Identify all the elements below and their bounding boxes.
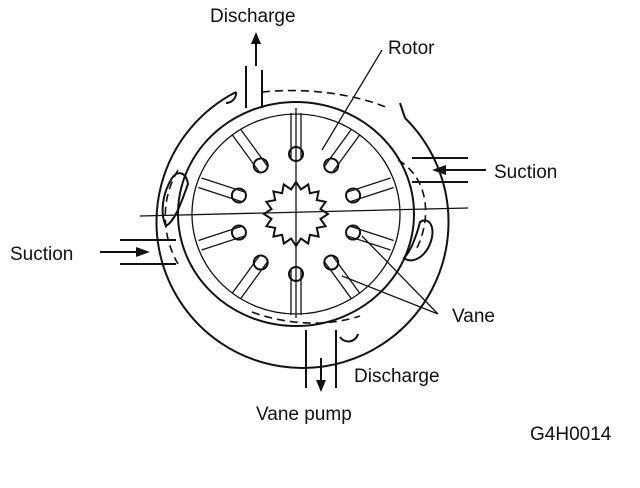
suction-port-slots bbox=[161, 172, 434, 262]
vane bbox=[288, 113, 304, 162]
label-vane: Vane bbox=[452, 306, 495, 327]
leader-lines bbox=[321, 49, 439, 315]
label-rotor: Rotor bbox=[388, 38, 435, 59]
vane-root-hole bbox=[288, 266, 304, 282]
figure-code: G4H0014 bbox=[530, 424, 612, 445]
label-discharge-top: Discharge bbox=[210, 6, 296, 27]
vane-slot bbox=[198, 225, 245, 251]
vane-root-hole bbox=[323, 254, 340, 271]
vane-slot bbox=[232, 128, 268, 173]
rotor-hub-spline bbox=[262, 180, 330, 248]
vane-root-hole bbox=[288, 146, 304, 162]
vane bbox=[345, 177, 394, 204]
vane-root-hole bbox=[345, 224, 362, 241]
spline-teeth bbox=[262, 180, 330, 248]
vane-slot bbox=[198, 177, 245, 203]
vane-root-hole bbox=[252, 157, 269, 174]
vane-root-hole bbox=[230, 224, 247, 241]
suction-left-pipe bbox=[100, 239, 176, 265]
vane-root-hole bbox=[345, 187, 362, 204]
centre-lines bbox=[139, 108, 469, 318]
discharge-top-pipe bbox=[245, 32, 263, 108]
caption-vane-pump: Vane pump bbox=[256, 404, 352, 425]
vane bbox=[232, 254, 269, 300]
vane bbox=[232, 128, 269, 174]
label-suction-right: Suction bbox=[494, 162, 557, 183]
pump-housing bbox=[155, 89, 450, 369]
vane bbox=[323, 128, 360, 174]
vane-root-hole bbox=[252, 254, 269, 271]
vane bbox=[345, 224, 394, 251]
vane bbox=[198, 224, 247, 251]
discharge-bottom-pipe bbox=[305, 330, 337, 392]
vane-slot bbox=[347, 225, 394, 251]
label-suction-left: Suction bbox=[10, 244, 73, 265]
vane bbox=[198, 177, 247, 204]
vane-slot bbox=[347, 177, 394, 203]
vane-root-hole bbox=[230, 187, 247, 204]
vane bbox=[288, 266, 304, 315]
vane-root-hole bbox=[323, 157, 340, 174]
vane-group bbox=[198, 113, 394, 315]
vane-slot bbox=[232, 255, 268, 300]
suction-right-pipe bbox=[412, 157, 486, 183]
label-discharge-bottom: Discharge bbox=[354, 366, 440, 387]
vane-slot bbox=[324, 255, 360, 300]
vane bbox=[323, 254, 360, 300]
